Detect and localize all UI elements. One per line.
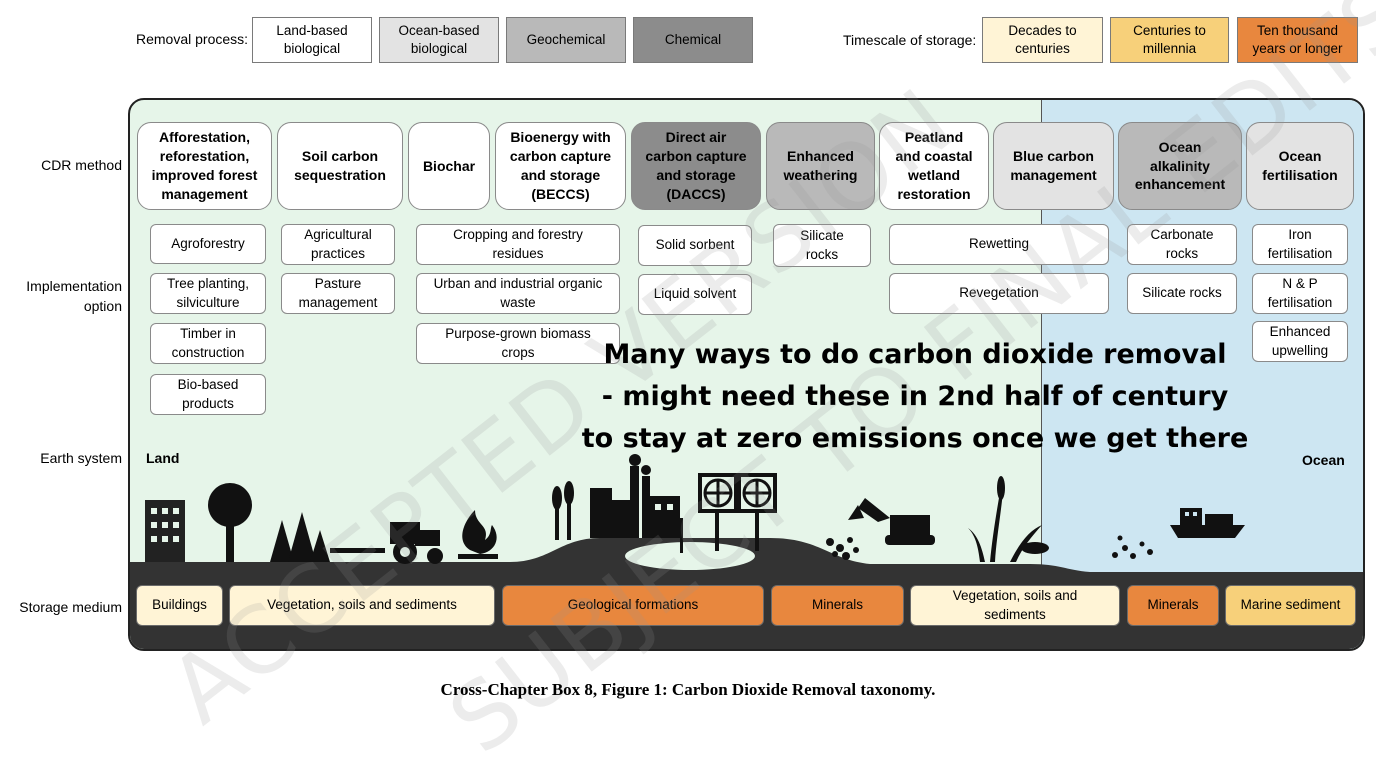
biochar-fire-icon [458,510,498,559]
option-carbonate-rocks: Carbonate rocks [1127,224,1237,265]
option-urban-industrial-waste: Urban and industrial organic waste [416,273,620,314]
storage-marine-sediment: Marine sediment [1225,585,1356,626]
tree-icon [208,483,252,562]
figure-caption: Cross-Chapter Box 8, Figure 1: Carbon Di… [440,680,936,699]
overlay-line-3: to stay at zero emissions once we get th… [581,423,1249,454]
method-daccs: Direct air carbon capture and storage (D… [631,122,761,210]
option-timber-in-construction: Timber in construction [150,323,266,364]
storage-minerals-land: Minerals [771,585,904,626]
overlay-annotation: Many ways to do carbon dioxide removal -… [565,334,1265,460]
method-soil-carbon: Soil carbon sequestration [277,122,403,210]
method-ocean-fertilisation: Ocean fertilisation [1246,122,1354,210]
option-rewetting: Rewetting [889,224,1109,265]
earth-ocean-label: Ocean [1302,452,1345,468]
tractor-icon [330,522,443,564]
legend-ten-thousand-years: Ten thousand years or longer [1237,17,1358,63]
legend-chemical: Chemical [633,17,753,63]
option-iron-fertilisation: Iron fertilisation [1252,224,1348,265]
option-liquid-solvent: Liquid solvent [638,274,752,315]
row-label-cdr-method: CDR method [41,157,122,173]
row-label-implementation-option: Implementation option [26,278,122,315]
option-tree-planting: Tree planting, silviculture [150,273,266,314]
legend-centuries-to-millennia: Centuries to millennia [1110,17,1229,63]
legend-ocean-based-biological: Ocean-based biological [379,17,499,63]
method-ocean-alkalinity: Ocean alkalinity enhancement [1118,122,1242,210]
option-pasture-management: Pasture management [281,273,395,314]
method-biochar: Biochar [408,122,490,210]
option-agroforestry: Agroforestry [150,224,266,264]
storage-vegetation-soils-sediments: Vegetation, soils and sediments [229,585,495,626]
storage-geological-formations: Geological formations [502,585,764,626]
land-ocean-divider [1041,100,1042,649]
earth-land-label: Land [146,450,180,466]
method-enhanced-weathering: Enhanced weathering [766,122,875,210]
option-agricultural-practices: Agricultural practices [281,224,395,265]
option-solid-sorbent: Solid sorbent [638,225,752,266]
conifer-trees-icon [270,512,330,562]
ship-icon [1170,508,1245,538]
excavator-icon [848,498,935,545]
storage-minerals-ocean: Minerals [1127,585,1219,626]
option-revegetation: Revegetation [889,273,1109,314]
storage-vegetation-soils-sediments-coastal: Vegetation, soils and sediments [910,585,1120,626]
timescale-label: Timescale of storage: [843,32,977,48]
option-purpose-grown-biomass: Purpose-grown biomass crops [416,323,620,364]
option-silicate-rocks-land: Silicate rocks [773,224,871,267]
method-peatland-wetland: Peatland and coastal wetland restoration [879,122,989,210]
legend-decades-to-centuries: Decades to centuries [982,17,1103,63]
legend-geochemical: Geochemical [506,17,626,63]
ocean-particles-icon [1112,535,1153,559]
removal-process-label: Removal process: [136,31,249,47]
method-beccs: Bioenergy with carbon capture and storag… [495,122,626,210]
option-cropping-forestry-residues: Cropping and forestry residues [416,224,620,265]
storage-buildings: Buildings [136,585,223,626]
option-bio-based-products: Bio-based products [150,374,266,415]
crops-and-power-plant-icon [552,454,683,553]
overlay-line-2: - might need these in 2nd half of centur… [601,381,1229,412]
overlay-line-1: Many ways to do carbon dioxide removal [603,339,1227,370]
row-label-storage-medium: Storage medium [19,599,122,615]
method-afforestation: Afforestation, reforestation, improved f… [137,122,272,210]
method-blue-carbon: Blue carbon management [993,122,1114,210]
underground-reservoir [625,542,755,570]
crushed-rocks-icon [826,537,859,560]
building-icon [145,500,185,562]
row-label-earth-system: Earth system [40,450,122,466]
wetland-reeds-icon [968,476,1049,562]
option-silicate-rocks-ocean: Silicate rocks [1127,273,1237,314]
option-np-fertilisation: N & P fertilisation [1252,273,1348,314]
option-enhanced-upwelling: Enhanced upwelling [1252,321,1348,362]
direct-air-capture-fans-icon [698,473,777,551]
legend-land-based-biological: Land-based biological [252,17,372,63]
